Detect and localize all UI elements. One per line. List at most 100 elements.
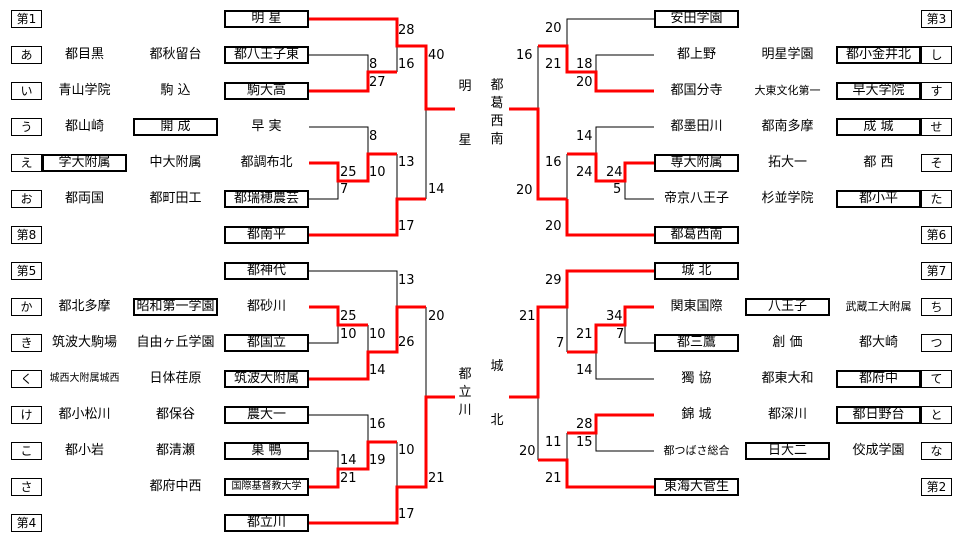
winning-path-line bbox=[309, 305, 368, 327]
winning-path-line bbox=[567, 305, 654, 354]
bracket-slot-label: お bbox=[11, 190, 42, 208]
team-name: 獨 協 bbox=[681, 371, 712, 386]
match-score: 21 bbox=[519, 309, 536, 324]
bracket-slot-label: 第3 bbox=[921, 10, 952, 28]
bracket-slot-label: せ bbox=[921, 118, 952, 136]
winning-path-line bbox=[309, 70, 397, 93]
match-score: 17 bbox=[398, 219, 415, 234]
team-name: 都秋留台 bbox=[149, 47, 202, 62]
match-score: 16 bbox=[398, 57, 415, 72]
team-name: 都南多摩 bbox=[761, 119, 814, 134]
team-name: 武蔵工大附属 bbox=[845, 300, 912, 313]
team-name: 都立川 bbox=[224, 514, 309, 532]
bracket-line bbox=[309, 270, 398, 307]
match-score: 21 bbox=[545, 57, 562, 72]
team-name: 都日野台 bbox=[836, 406, 921, 424]
bracket-slot-label: て bbox=[921, 370, 952, 388]
team-name: 帝京八王子 bbox=[663, 191, 729, 206]
champion-char: 葛 bbox=[490, 96, 504, 111]
team-name: 都瑞穂農芸 bbox=[224, 190, 309, 208]
bracket-slot-label: 第4 bbox=[11, 514, 42, 532]
team-name: 昭和第一学園 bbox=[133, 298, 218, 316]
team-name: 城西大附属城西 bbox=[49, 373, 120, 384]
match-score: 21 bbox=[428, 471, 445, 486]
bracket-slot-label: そ bbox=[921, 154, 952, 172]
team-name: 都山崎 bbox=[64, 119, 104, 134]
bracket-line bbox=[309, 181, 339, 200]
match-score: 10 bbox=[340, 327, 357, 342]
team-name: 自由ヶ丘学園 bbox=[136, 335, 215, 350]
winning-path-line bbox=[565, 199, 654, 237]
team-name: 都 西 bbox=[863, 155, 894, 170]
bracket-line bbox=[309, 54, 369, 72]
match-score: 16 bbox=[369, 417, 386, 432]
winning-path-line bbox=[567, 152, 654, 183]
champion-name: 明星 bbox=[455, 78, 475, 150]
match-score: 16 bbox=[516, 48, 533, 63]
team-name: 都小松川 bbox=[58, 407, 111, 422]
match-score: 34 bbox=[606, 309, 623, 324]
team-name: 都小岩 bbox=[64, 443, 104, 458]
match-score: 18 bbox=[576, 57, 593, 72]
team-name: 八王子 bbox=[745, 298, 830, 316]
team-name: 都目黒 bbox=[64, 47, 104, 62]
match-score: 7 bbox=[556, 336, 565, 351]
match-score: 29 bbox=[545, 273, 562, 288]
winning-path-line bbox=[309, 17, 455, 111]
match-score: 20 bbox=[545, 219, 562, 234]
bracket-line bbox=[595, 126, 654, 154]
match-score: 26 bbox=[398, 335, 415, 350]
bracket-slot-label: あ bbox=[11, 46, 42, 64]
match-score: 21 bbox=[340, 471, 357, 486]
winning-path-line bbox=[309, 305, 426, 381]
winning-path-line bbox=[309, 440, 397, 489]
bracket-slot-label: こ bbox=[11, 442, 42, 460]
match-score: 7 bbox=[340, 182, 349, 197]
winning-path-line bbox=[538, 44, 654, 93]
team-name: 錦 城 bbox=[681, 407, 712, 422]
team-name: 都砂川 bbox=[246, 299, 286, 314]
bracket-slot-label: 第1 bbox=[11, 10, 42, 28]
champion-char: 都 bbox=[458, 367, 472, 382]
team-name: 専大附属 bbox=[654, 154, 739, 172]
team-name: 中大附属 bbox=[149, 155, 202, 170]
bracket-slot-label: す bbox=[921, 82, 952, 100]
team-name: 関東国際 bbox=[670, 299, 723, 314]
team-name: 都両国 bbox=[64, 191, 104, 206]
match-score: 25 bbox=[340, 165, 357, 180]
team-name: 拓大一 bbox=[767, 155, 807, 170]
team-name: 駒 込 bbox=[160, 83, 191, 98]
bracket-slot-label: さ bbox=[11, 478, 42, 496]
bracket-line bbox=[624, 325, 654, 344]
bracket-line bbox=[595, 433, 654, 452]
bracket-slot-label: し bbox=[921, 46, 952, 64]
team-name: 安田学園 bbox=[654, 10, 739, 28]
bracket-slot-label: ち bbox=[921, 298, 952, 316]
team-name: 成 城 bbox=[836, 118, 921, 136]
match-score: 14 bbox=[369, 363, 386, 378]
bracket-line bbox=[566, 18, 654, 46]
team-name: 都調布北 bbox=[240, 155, 293, 170]
winning-path-line bbox=[309, 395, 455, 525]
champion-name: 都葛西南 bbox=[487, 77, 507, 149]
bracket-line bbox=[309, 126, 369, 154]
team-name: 大東文化第一 bbox=[754, 84, 821, 97]
team-name: 青山学院 bbox=[58, 83, 111, 98]
winning-path-line bbox=[567, 413, 654, 435]
team-name: 都上野 bbox=[676, 47, 716, 62]
team-name: 都小平 bbox=[836, 190, 921, 208]
match-score: 19 bbox=[369, 453, 386, 468]
match-score: 20 bbox=[516, 183, 533, 198]
match-score: 10 bbox=[398, 443, 415, 458]
match-score: 11 bbox=[545, 435, 562, 450]
match-score: 10 bbox=[369, 327, 386, 342]
bracket-slot-label: え bbox=[11, 154, 42, 172]
team-name: 早 実 bbox=[251, 119, 282, 134]
champion-char: 都 bbox=[490, 78, 504, 93]
match-score: 20 bbox=[428, 309, 445, 324]
team-name: 都大崎 bbox=[858, 335, 898, 350]
bracket-slot-label: 第5 bbox=[11, 262, 42, 280]
match-score: 13 bbox=[398, 155, 415, 170]
bracket-slot-label: う bbox=[11, 118, 42, 136]
winning-path-line bbox=[509, 107, 567, 201]
